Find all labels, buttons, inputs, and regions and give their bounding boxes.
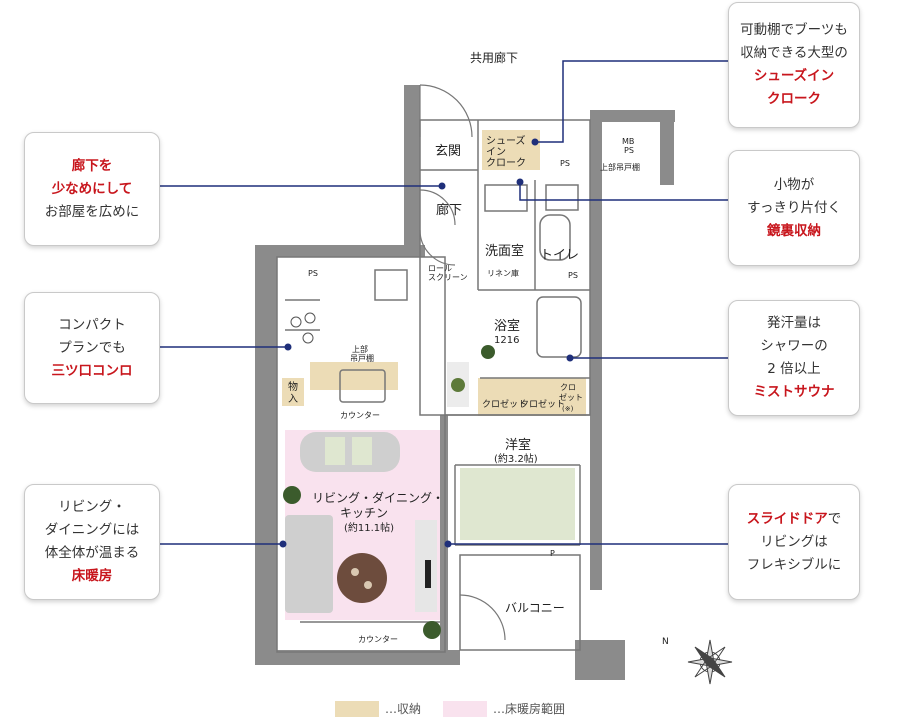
hallway-label: 廊下: [436, 202, 462, 218]
shoe-closet-label-1: シューズ: [486, 134, 526, 147]
storage-item-1: 物: [288, 380, 298, 393]
closet3-label-3: (※): [562, 405, 574, 413]
shoe-closet-label-3: クローク: [486, 157, 526, 169]
walls: [255, 85, 675, 680]
callout-sauna: 発汗量は シャワーの 2 倍以上 ミストサウナ: [728, 300, 860, 416]
upper-cab-kitchen-1: 上部: [352, 344, 368, 354]
stove: [290, 312, 316, 344]
washroom-label: 洗面室: [485, 243, 524, 259]
furniture: [283, 345, 575, 639]
shoe-closet-area: [482, 130, 540, 170]
bath-size-label: 1216: [494, 335, 519, 346]
counter2-label: カウンター: [358, 635, 398, 644]
ldk-label-1: リビング・ダイニング・: [312, 490, 444, 505]
leader-lines: [158, 60, 728, 545]
corridor-label: 共用廊下: [470, 50, 518, 65]
callout-storage: 小物が すっきり片付く 鏡裏収納: [728, 150, 860, 266]
closet1-label: クロゼット: [482, 398, 527, 410]
ps-label-top: PS: [560, 159, 570, 168]
linen-label: リネン庫: [487, 268, 519, 278]
leader-dots: [279, 138, 574, 548]
ldk-size-label: (約11.1帖): [344, 521, 394, 534]
ps-label-right: PS: [568, 271, 578, 280]
closet3-label-2: ゼット: [559, 392, 583, 402]
storage-item-2: 入: [288, 394, 298, 405]
toilet-label: トイレ: [540, 248, 579, 263]
roll-screen-label-2: スクリーン: [428, 273, 468, 282]
kitchen-counter-area: [310, 362, 398, 390]
callout-shoes: 可動棚でブーツも 収納できる大型の シューズイン クローク: [728, 2, 860, 128]
legend-storage-swatch: [335, 700, 379, 717]
ps-label-left: PS: [308, 269, 318, 278]
svg-text:N: N: [662, 637, 669, 647]
interior-lines: [276, 119, 591, 653]
closet-area: [478, 378, 586, 416]
western-size-label: (約3.2帖): [494, 452, 538, 465]
callout-stove: コンパクト プランでも 三ツ口コンロ: [24, 292, 160, 404]
counter-label: カウンター: [340, 411, 380, 420]
roll-screen-label-1: ロール: [428, 264, 452, 273]
callout-heating: リビング・ ダイニングには 体全体が温まる 床暖房: [24, 484, 160, 600]
legend-heating-label: …床暖房範囲: [493, 702, 566, 716]
legend-heating-swatch: [443, 700, 488, 717]
storage-area: [282, 378, 304, 406]
room-labels: 共用廊下 玄関 シューズ イン クローク MB PS PS 上部吊戸棚 廊下 洗…: [288, 50, 640, 644]
callout-hallway: 廊下を 少なめにして お部屋を広めに: [24, 132, 160, 246]
upper-cabinet-label: 上部吊戸棚: [600, 162, 640, 172]
bath-label: 浴室: [494, 318, 520, 334]
legend: …収納 …床暖房範囲: [335, 700, 565, 717]
callout-slide: スライドドアで リビングは フレキシブルに: [728, 484, 860, 600]
balcony-label: バルコニー: [505, 601, 565, 615]
closet3-label-1: クロ: [560, 383, 576, 392]
compass-icon: N: [662, 637, 733, 685]
legend-storage-label: …収納: [385, 702, 422, 716]
mbps-label-1: MB: [622, 137, 634, 146]
upper-cab-kitchen-2: 吊戸棚: [350, 353, 374, 363]
p-label: P: [550, 549, 555, 558]
mbps-label-2: PS: [624, 146, 634, 155]
entrance-label: 玄関: [435, 144, 461, 159]
closet2-label: クロゼット: [520, 398, 565, 410]
doors: [419, 84, 506, 641]
western-label: 洋室: [505, 437, 531, 453]
shoe-closet-label-2: イン: [486, 147, 506, 158]
ldk-label-2: キッチン: [340, 506, 388, 520]
